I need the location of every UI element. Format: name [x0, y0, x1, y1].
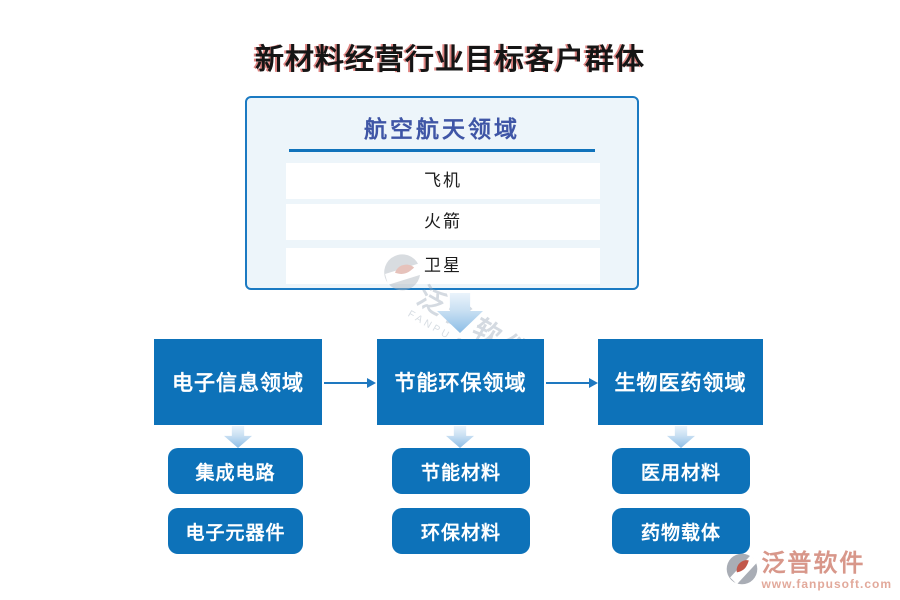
brand-name: 泛普软件 — [761, 550, 866, 577]
arrow-node1-to-node2 — [324, 378, 376, 388]
panel-divider — [289, 149, 595, 152]
child-drug-carriers: 药物载体 — [612, 508, 750, 554]
child-environmental-materials: 环保材料 — [392, 508, 530, 554]
brand-url: www.fanpusoft.com — [761, 577, 892, 591]
child-electronic-components: 电子元器件 — [168, 508, 303, 554]
down-arrow-node3 — [667, 426, 695, 448]
aerospace-panel: 航空航天领域 飞机 火箭 卫星 — [245, 96, 639, 290]
aerospace-item-rocket: 火箭 — [286, 204, 600, 240]
child-integrated-circuit: 集成电路 — [168, 448, 303, 494]
aerospace-item-satellite: 卫星 — [286, 248, 600, 284]
page-title: 新材料经营行业目标客户群体 — [254, 44, 645, 76]
child-energy-saving-materials: 节能材料 — [392, 448, 530, 494]
down-arrow-main — [437, 293, 483, 333]
down-arrow-node2 — [446, 426, 474, 448]
node-biomedicine: 生物医药领域 — [598, 339, 763, 425]
fanpu-logo-icon — [727, 553, 758, 585]
node-electronic-information: 电子信息领域 — [154, 339, 322, 425]
arrow-node2-to-node3 — [546, 378, 598, 388]
brand-watermark: 泛普软件 www.fanpusoft.com — [725, 552, 892, 590]
down-arrow-node1 — [224, 426, 252, 448]
node-energy-environment: 节能环保领域 — [377, 339, 544, 425]
aerospace-item-aircraft: 飞机 — [286, 163, 600, 199]
child-medical-materials: 医用材料 — [612, 448, 750, 494]
aerospace-panel-title: 航空航天领域 — [364, 117, 520, 142]
